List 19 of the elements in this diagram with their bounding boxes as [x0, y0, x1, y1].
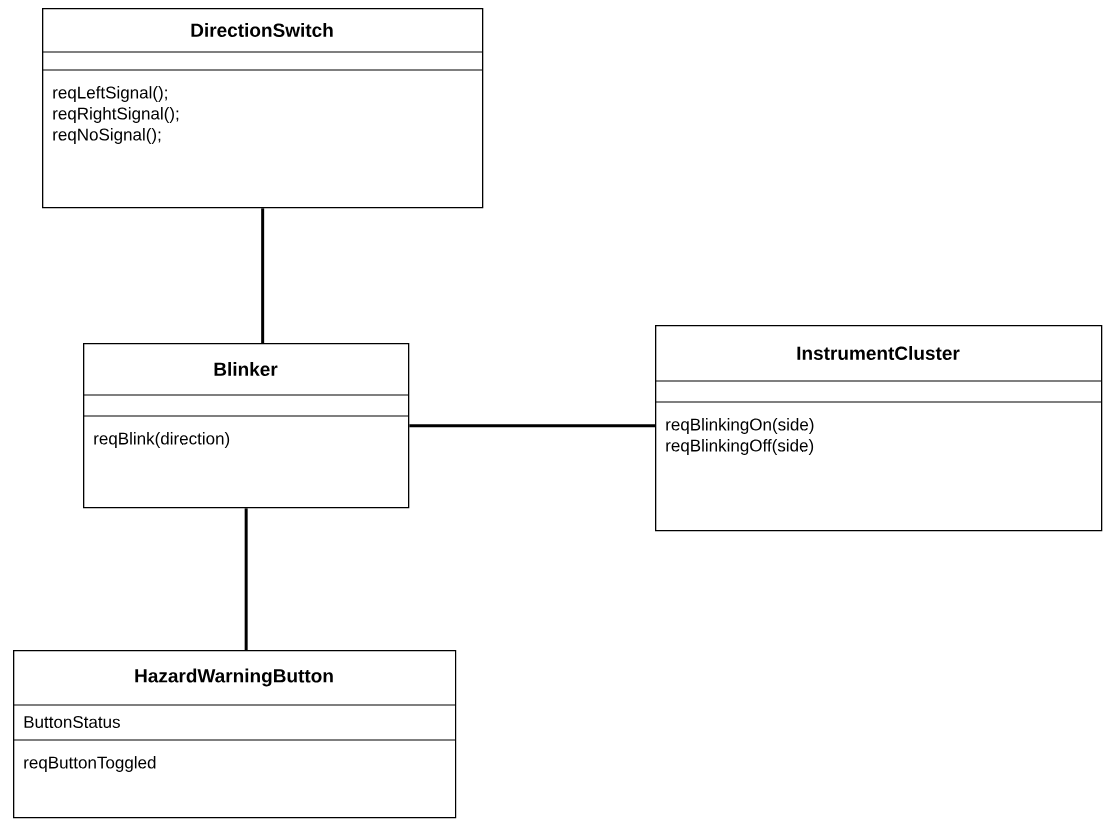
class-name: HazardWarningButton: [135, 668, 333, 687]
association-line: [261, 208, 265, 343]
association-line: [244, 508, 248, 650]
class-box: [12, 650, 457, 819]
association-line: [409, 424, 655, 428]
class-name: DirectionSwitch: [191, 23, 333, 37]
method-text: reqLeftSignal();: [53, 86, 167, 102]
method-text: reqBlinkingOn(side): [666, 418, 814, 434]
method-text: reqNoSignal();: [53, 128, 161, 144]
method-text: reqRightSignal();: [53, 107, 179, 123]
method-text: reqBlink(direction): [94, 432, 230, 448]
method-text: reqButtonToggled: [24, 756, 156, 772]
class-box: [82, 343, 410, 509]
attribute-text: ButtonStatus: [24, 716, 120, 728]
class-box: [654, 325, 1103, 532]
method-text: reqBlinkingOff(side): [666, 439, 814, 455]
class-box: [41, 8, 484, 209]
class-name: Blinker: [214, 362, 278, 376]
class-name: InstrumentCluster: [797, 346, 960, 360]
